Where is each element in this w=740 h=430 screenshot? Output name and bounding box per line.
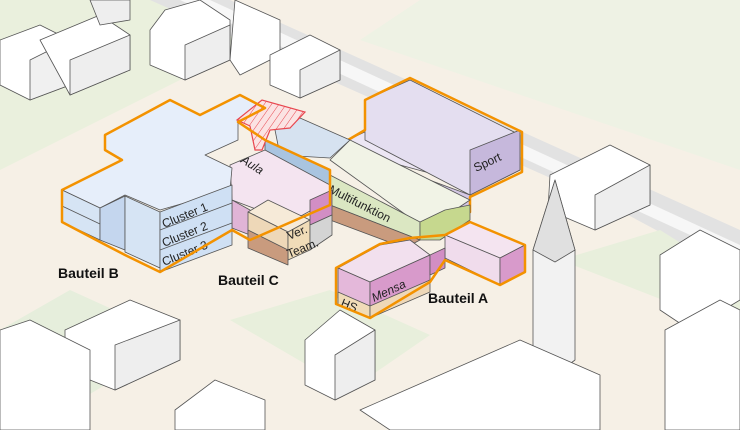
- label-hs: HS: [339, 296, 360, 315]
- label-bauteil-b: Bauteil B: [58, 265, 119, 281]
- building-bauteil-c: Aula Ver. Team.: [229, 149, 333, 266]
- bauteil-outlines: [60, 93, 527, 320]
- label-bauteil-c: Bauteil C: [218, 272, 279, 288]
- label-bauteil-a: Bauteil A: [428, 290, 488, 306]
